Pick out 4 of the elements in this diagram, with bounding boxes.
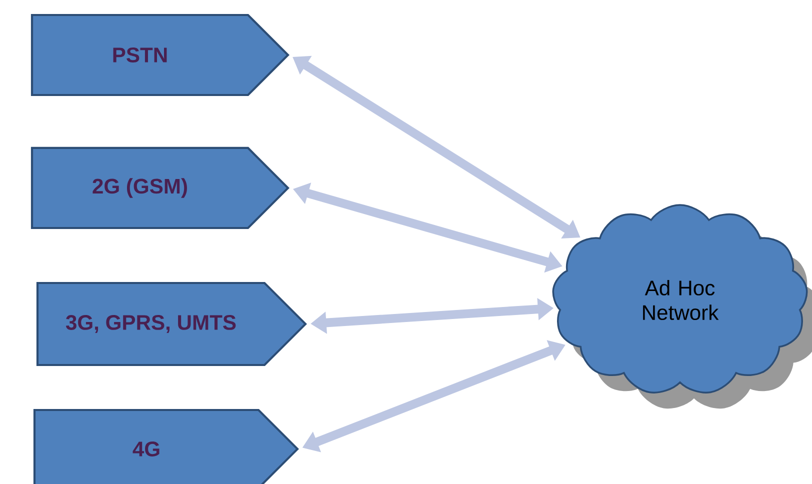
signal-box: 4G bbox=[33, 408, 299, 484]
signal-box: PSTN bbox=[30, 14, 290, 96]
signal-box: 3G, GPRS, UMTS bbox=[36, 282, 307, 366]
signal-box: 2G (GSM) bbox=[30, 146, 290, 230]
